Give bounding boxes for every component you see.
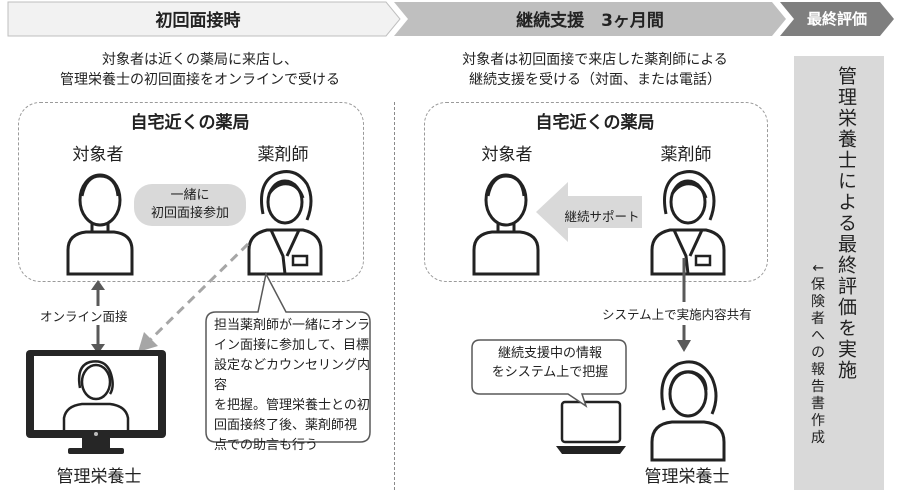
left-subject-person-icon [66,173,134,276]
middle-callout-text: 継続支援中の情報 をシステム上で把握 [474,344,626,382]
phase-header [7,1,894,37]
middle-pharmacy-title: 自宅近くの薬局 [535,113,655,133]
callout-line: 担当薬剤師が一緒にオンラ [214,318,371,333]
monitor-icon [26,350,166,454]
system-share-label: システム上で実施内容共有 [598,302,756,325]
phase-initial-label: 初回面接時 [155,10,241,31]
left-pharmacy-box [18,102,364,282]
phase-final-label: 最終評価 [806,9,867,28]
continuous-support-arrow [536,182,642,242]
left-callout-shape [205,271,371,443]
left-dietitian-label: 管理栄養士 [56,467,142,487]
left-subject-label: 対象者 [72,145,124,165]
middle-dietitian-person-icon [650,360,726,462]
left-description-line1: 対象者は近くの薬局に来店し、 [102,52,298,68]
phase-final-chevron [780,2,894,36]
final-report-text: ↓保険者への報告書作成 [809,262,825,447]
system-share-arrow [677,258,691,352]
together-bubble: 一緒に初回面接参加 [134,184,246,226]
laptop-icon [556,400,626,454]
middle-subject-label: 対象者 [481,145,533,165]
middle-callout-line1: 継続支援中の情報 [497,346,602,361]
final-evaluation-text: 管理栄養士による最終評価を実施 [835,66,857,381]
left-pharmacy-title: 自宅近くの薬局 [130,113,250,133]
left-description-line2: 管理栄養士の初回面接をオンラインで受ける [60,72,340,88]
middle-description-line2: 継続支援を受ける（対面、または電話） [469,72,721,88]
middle-pharmacy-box [424,102,768,282]
together-line1: 一緒に [170,188,210,203]
pharmacist-to-monitor-arrow [138,242,250,352]
online-interview-label: オンライン面接 [38,306,130,325]
callout-line: イン面接に参加して、目標 [214,338,369,353]
middle-subject-person-icon [472,173,540,276]
middle-description-line1: 対象者は初回面接で来店した薬剤師による [462,52,728,68]
together-line2: 初回面接参加 [150,206,229,221]
left-pharmacist-person-icon [247,170,323,276]
left-callout-text: 担当薬剤師が一緒にオンラ イン面接に参加して、目標 設定などカウンセリング内容 … [214,316,374,456]
middle-pharmacist-label: 薬剤師 [660,145,712,165]
middle-callout-line2: をシステム上で把握 [491,365,609,380]
continuous-support-label: 継続サポート [564,209,640,224]
callout-line: を把握。管理栄養士との初 [214,398,370,413]
callout-line: 回面接終了後、薬剤師視 [214,418,358,433]
middle-pharmacist-person-icon [650,170,726,276]
phase-initial-chevron [7,1,401,37]
left-pharmacist-label: 薬剤師 [257,145,309,165]
section-divider [394,102,395,490]
callout-line: 設定などカウンセリング内容 [214,358,371,393]
middle-dietitian-label: 管理栄養士 [644,467,730,487]
phase-continuous-chevron [394,2,786,36]
final-evaluation-panel [794,56,884,490]
phase-continuous-label: 継続支援 3ヶ月間 [516,10,664,31]
middle-callout-shape [471,339,627,408]
callout-line: 点での助言も行う [214,438,319,453]
